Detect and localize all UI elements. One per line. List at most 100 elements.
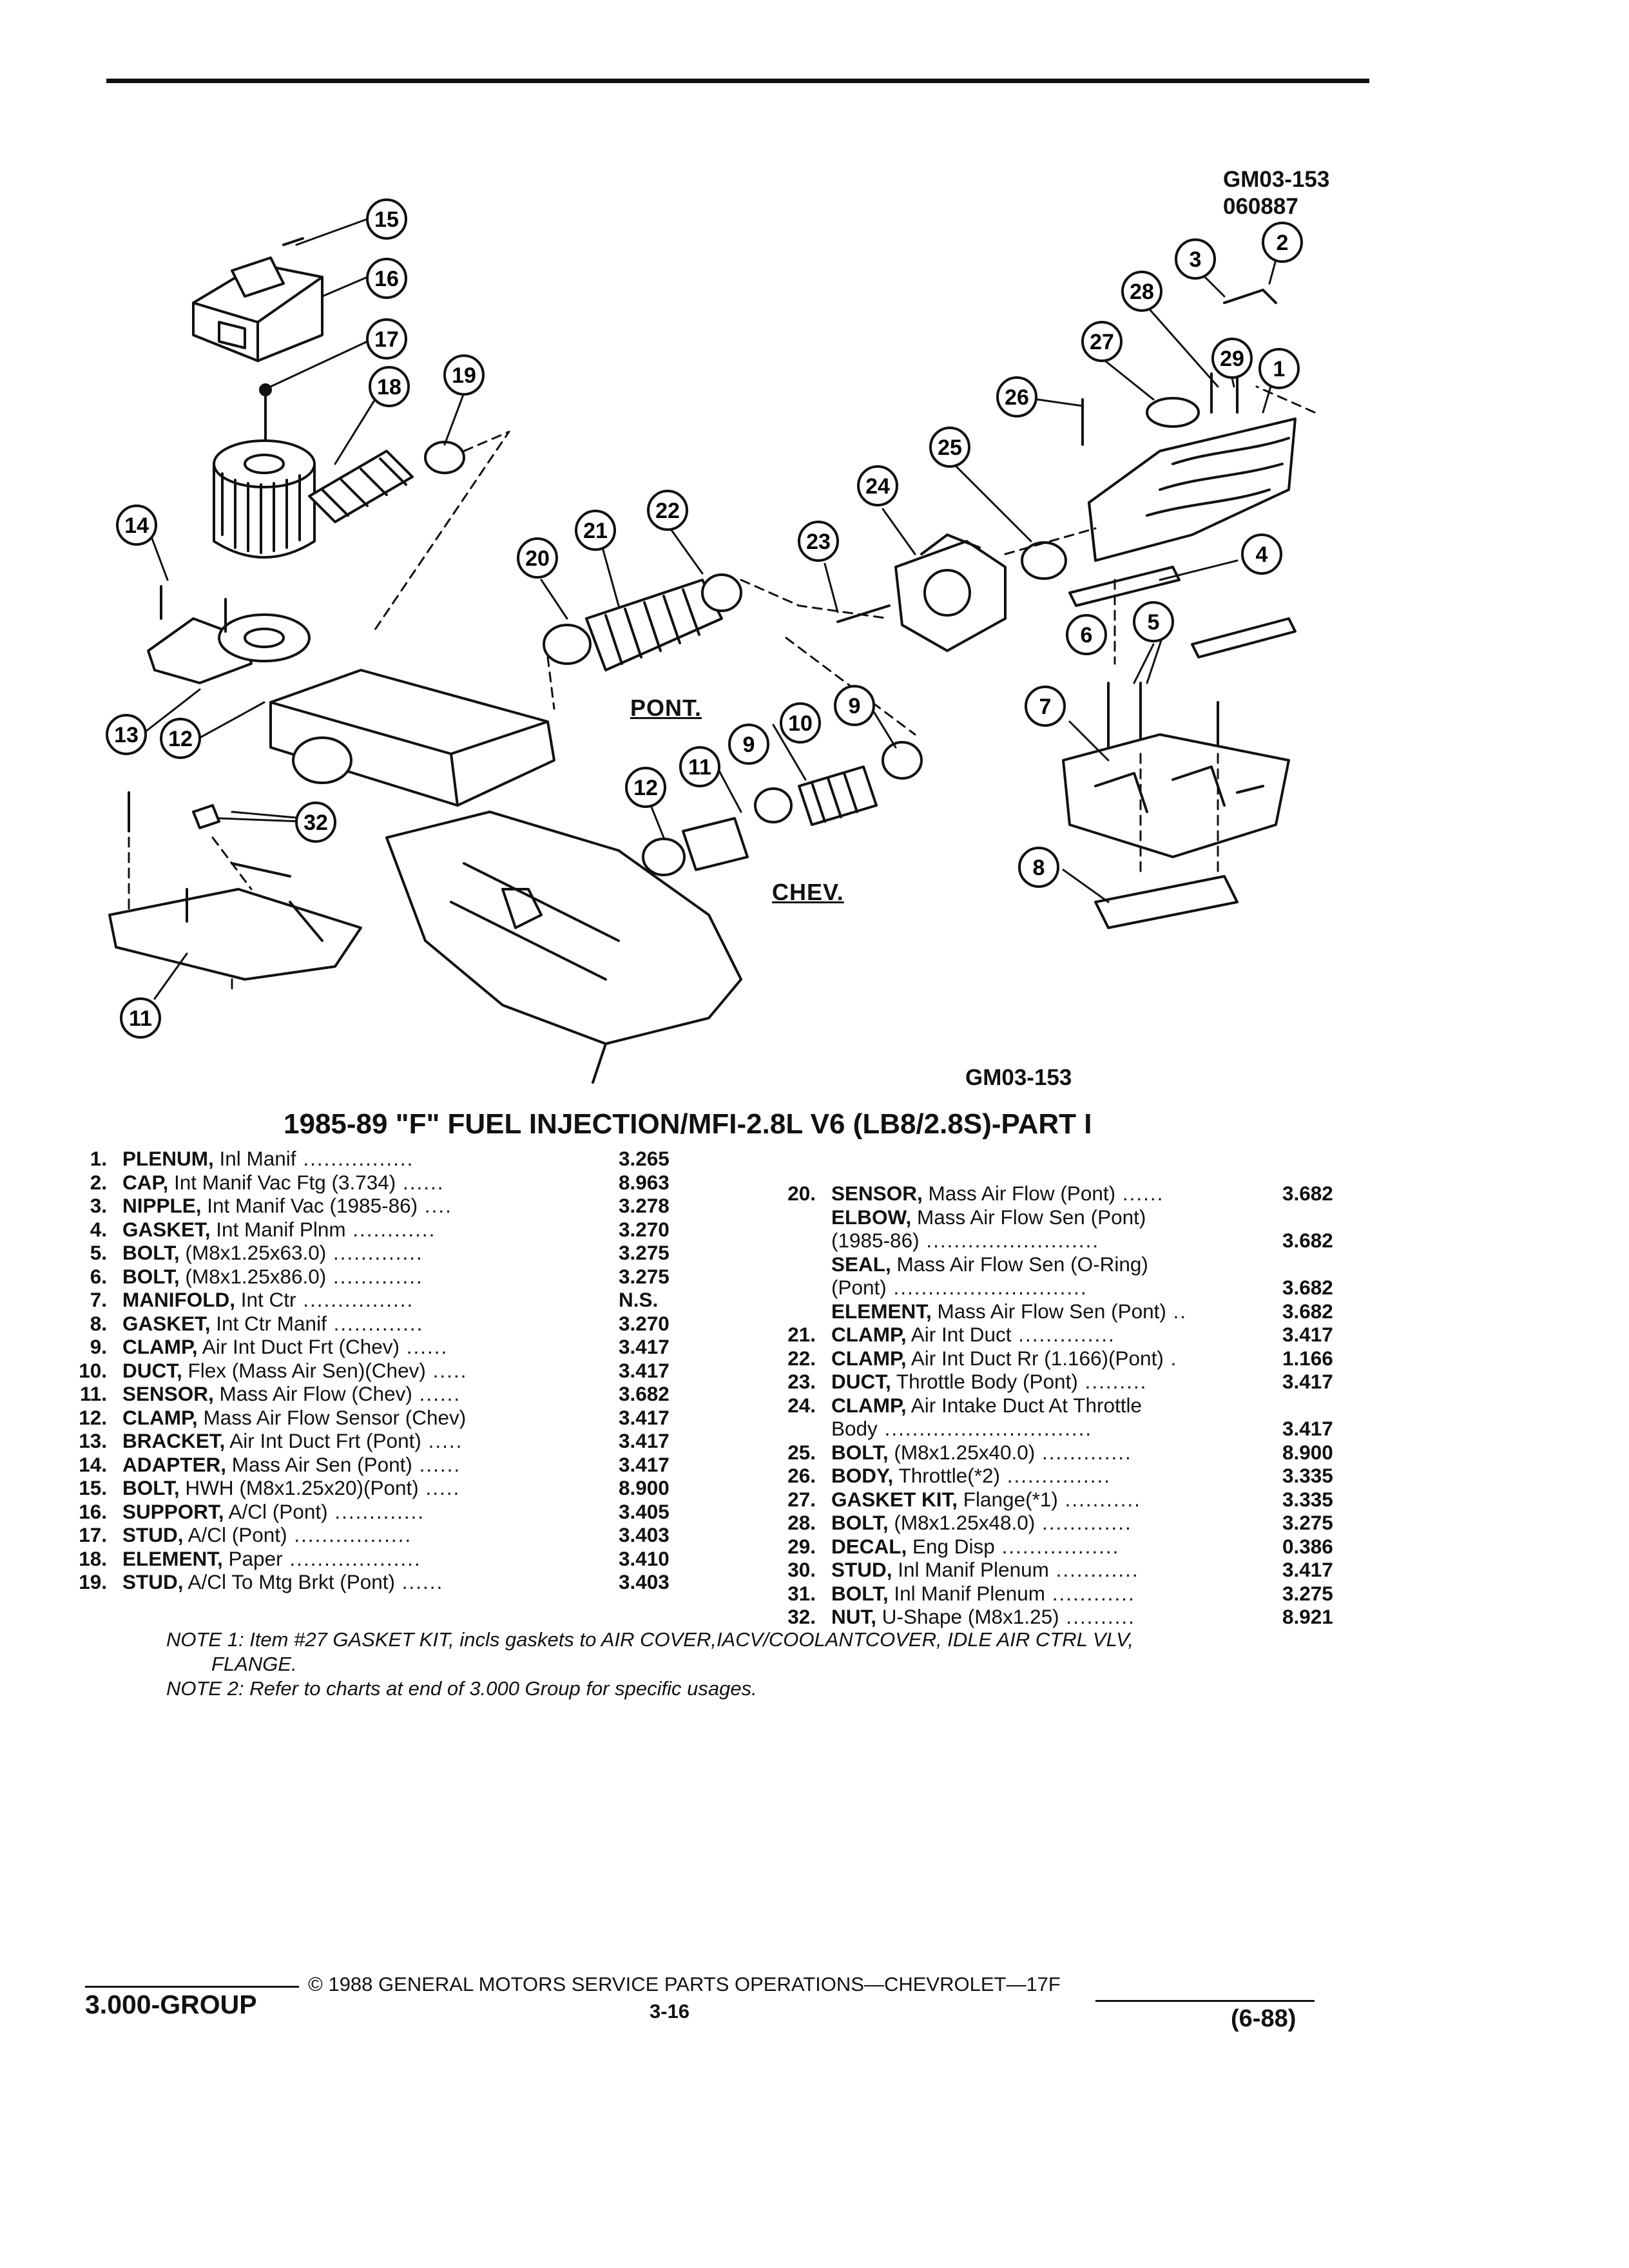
part-description: GASKET KIT, Flange(*1) ........... [831, 1488, 1141, 1512]
part-number: 1. [90, 1147, 107, 1170]
part-number: 23. [787, 1370, 816, 1393]
svg-text:12: 12 [633, 776, 658, 800]
svg-text:6: 6 [1081, 623, 1093, 648]
callout-2: 2 [1262, 222, 1303, 263]
duct-23-drawing [543, 573, 742, 671]
callout-28: 26 [996, 376, 1037, 418]
part-detail: Inl Manif Plenum [888, 1581, 1046, 1605]
leader-dots: ......................... [919, 1229, 1100, 1252]
part-description: BOLT, (M8x1.25x40.0) ............. [831, 1441, 1132, 1465]
group-code: 8.900 [619, 1476, 670, 1499]
leader-dots: ................ [296, 1288, 414, 1311]
part-name: STUD, [122, 1523, 184, 1546]
part-description: BODY, Throttle(*2) ............... [831, 1464, 1111, 1488]
note-2: NOTE 2: Refer to charts at end of 3.000 … [166, 1677, 757, 1700]
part-description: MANIFOLD, Int Ctr ................ [122, 1288, 414, 1312]
group-code: 0.386 [1282, 1534, 1333, 1558]
callout-26: 24 [857, 465, 898, 506]
leader-dots: ............. [326, 1311, 424, 1335]
group-code: 3.335 [1282, 1487, 1333, 1511]
part-detail: Int Manif Vac (1985-86) [201, 1194, 418, 1217]
group-code: 3.417 [619, 1429, 670, 1452]
part-description: SENSOR, Mass Air Flow (Pont) ...... [831, 1182, 1164, 1206]
page-number: 3-16 [650, 2000, 690, 2023]
leader-dots: ................. [287, 1523, 412, 1546]
leader-dots: ............ [1045, 1581, 1135, 1605]
callout-23: 21 [575, 510, 616, 551]
part-name: BRACKET, [122, 1429, 226, 1452]
part-number: 3. [90, 1194, 107, 1217]
callout-1: 1 [1258, 348, 1300, 389]
part-number: 17. [79, 1523, 107, 1546]
footer-rule-right [1095, 2000, 1315, 2002]
leader-dots: ............... [1000, 1464, 1112, 1487]
callout-22: 20 [517, 537, 558, 579]
part-name: BOLT, [831, 1581, 889, 1605]
callout-21: 19 [443, 354, 485, 396]
part-detail: Inl Manif [213, 1147, 296, 1170]
part-number: 15. [79, 1476, 107, 1499]
part-name: MANIFOLD, [122, 1288, 235, 1311]
group-code: 3.417 [619, 1452, 670, 1476]
group-code: 3.410 [619, 1546, 670, 1570]
part-description: NIPPLE, Int Manif Vac (1985-86) .... [122, 1194, 452, 1218]
leader-dots: ............. [326, 1241, 423, 1264]
part-detail: A/Cl (Pont) [224, 1499, 328, 1523]
part-description: CLAMP, Air Int Duct Frt (Chev) ...... [122, 1335, 448, 1359]
group-code: 3.403 [619, 1523, 670, 1546]
part-description: GASKET, Int Ctr Manif ............. [122, 1312, 423, 1336]
leader-dots: ............. [1035, 1440, 1132, 1464]
page-title: 1985-89 "F" FUEL INJECTION/MFI-2.8L V6 (… [284, 1108, 1092, 1140]
part-name: DUCT, [122, 1358, 182, 1382]
leader-dots: ............................ [886, 1276, 1088, 1299]
group-code: 3.417 [619, 1358, 670, 1382]
group-code: 3.682 [1282, 1276, 1333, 1299]
callout-3: 3 [1175, 238, 1216, 280]
svg-text:28: 28 [1130, 280, 1154, 304]
part-detail: Flange(*1) [958, 1487, 1058, 1511]
part-name: DUCT, [831, 1370, 891, 1393]
mass-air-sensor-tube-drawing [308, 450, 414, 523]
clamp-21-drawing [424, 441, 465, 474]
leader-dots: ..... [418, 1476, 461, 1499]
part-name: CLAMP, [831, 1323, 907, 1346]
part-detail: Air Intake Duct At Throttle [906, 1393, 1142, 1417]
leader-dots: ................ [296, 1147, 414, 1170]
part-name: GASKET KIT, [831, 1487, 958, 1511]
part-name: BOLT, [122, 1264, 180, 1288]
throttle-body-drawing [894, 533, 1007, 652]
leader-dots: ...... [1115, 1182, 1164, 1205]
svg-text:27: 27 [1090, 330, 1114, 354]
part-detail: (M8x1.25x48.0) [888, 1511, 1036, 1534]
part-name: ELBOW, [831, 1205, 912, 1229]
callout-circles: 15 16 17 18 19 14 13 12 32 11 20 21 22 2… [106, 198, 1303, 1039]
part-number: 21. [787, 1323, 816, 1346]
svg-text:18: 18 [377, 375, 401, 399]
part-detail: Eng Disp [907, 1534, 995, 1558]
part-number: 11. [79, 1382, 107, 1405]
part-description: STUD, A/Cl (Pont) ................. [122, 1523, 412, 1547]
leader-dots: .............................. [877, 1417, 1093, 1440]
part-number: 16. [79, 1499, 107, 1523]
part-detail: (Pont) [831, 1276, 887, 1299]
group-code: 3.275 [1282, 1511, 1333, 1534]
svg-text:1: 1 [1273, 357, 1286, 381]
callout-8: 8 [1018, 847, 1059, 888]
part-description: ELEMENT, Paper ................... [122, 1547, 421, 1571]
svg-text:25: 25 [938, 436, 962, 460]
callout-30: 28 [1121, 271, 1162, 312]
svg-text:4: 4 [1256, 543, 1268, 567]
callout-9-chev: 9 [728, 724, 769, 765]
part-name: BODY, [831, 1464, 894, 1487]
part-description: ADAPTER, Mass Air Sen (Pont) ...... [122, 1453, 461, 1477]
callout-6: 6 [1066, 614, 1107, 655]
part-number: 26. [787, 1464, 816, 1487]
part-description: BOLT, (M8x1.25x48.0) ............. [831, 1511, 1132, 1535]
part-number: 13. [79, 1429, 107, 1452]
part-detail: A/Cl (Pont) [183, 1523, 287, 1546]
part-name: NIPPLE, [122, 1194, 202, 1217]
intake-manifold-drawing [1062, 733, 1290, 858]
part-number: 29. [787, 1534, 816, 1558]
svg-text:9: 9 [743, 733, 755, 757]
leader-dots: ............. [1035, 1511, 1132, 1534]
